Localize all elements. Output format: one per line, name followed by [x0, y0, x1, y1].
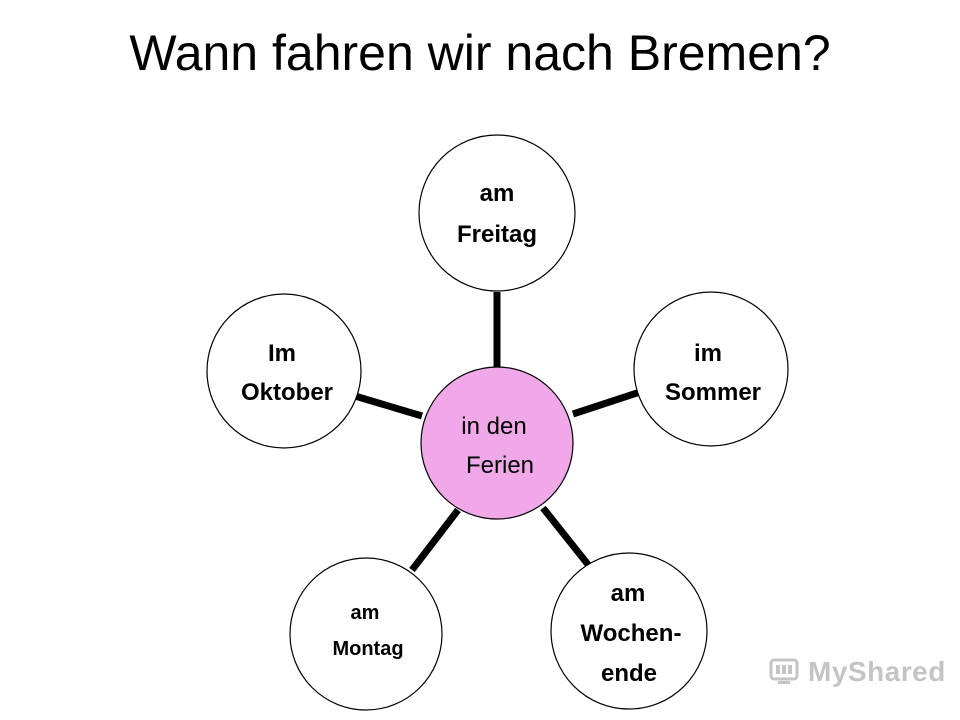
node-sommer-line2: Sommer: [665, 379, 761, 406]
center-node-circle: [420, 366, 574, 520]
node-freitag-circle: [418, 134, 576, 292]
node-montag-line2: Montag: [332, 638, 403, 660]
node-wochenende-line1: am: [611, 580, 646, 607]
connector-oktober: [353, 392, 424, 420]
center-node-line1: in den: [461, 413, 526, 440]
node-sommer-circle: [633, 291, 789, 447]
watermark: MyShared: [768, 656, 946, 688]
node-montag-line1: am: [351, 602, 380, 624]
node-wochenende-line3: ende: [601, 660, 657, 687]
node-oktober-line1: Im: [268, 340, 296, 367]
node-sommer-line1: im: [694, 340, 722, 367]
node-wochenende: am Wochen- ende: [550, 552, 708, 710]
node-oktober: Im Oktober: [206, 293, 362, 449]
watermark-text: MyShared: [808, 656, 946, 687]
connectors: [353, 292, 642, 573]
node-wochenende-line2: Wochen-: [581, 620, 682, 647]
connector-wochenende: [540, 505, 593, 570]
node-montag: am Montag: [289, 557, 443, 711]
center-node-line2: Ferien: [466, 452, 534, 479]
node-oktober-line2: Oktober: [241, 379, 333, 406]
center-node: in den Ferien: [420, 366, 574, 520]
node-freitag: am Freitag: [418, 134, 576, 292]
connector-sommer: [571, 388, 642, 418]
node-montag-circle: [289, 557, 443, 711]
node-sommer: im Sommer: [633, 291, 789, 447]
node-oktober-circle: [206, 293, 362, 449]
node-freitag-line2: Freitag: [457, 221, 537, 248]
page-title: Wann fahren wir nach Bremen?: [129, 25, 831, 81]
node-wochenende-circle: [550, 552, 708, 710]
node-freitag-line1: am: [480, 180, 515, 207]
myshared-logo-icon: [769, 658, 799, 684]
connector-montag: [409, 507, 461, 573]
